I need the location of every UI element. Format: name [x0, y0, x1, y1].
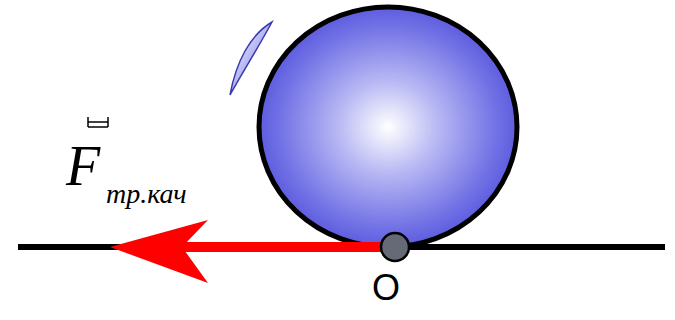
motion-mark [230, 22, 272, 95]
contact-point [381, 233, 409, 261]
force-symbol: F [66, 138, 100, 194]
force-arrow-head [110, 220, 208, 283]
vector-arrow-symbol [88, 117, 108, 127]
force-arrow-shaft [178, 242, 388, 252]
force-subscript: тр.кач [106, 180, 187, 208]
point-label: O [372, 270, 400, 306]
ball [259, 7, 517, 247]
